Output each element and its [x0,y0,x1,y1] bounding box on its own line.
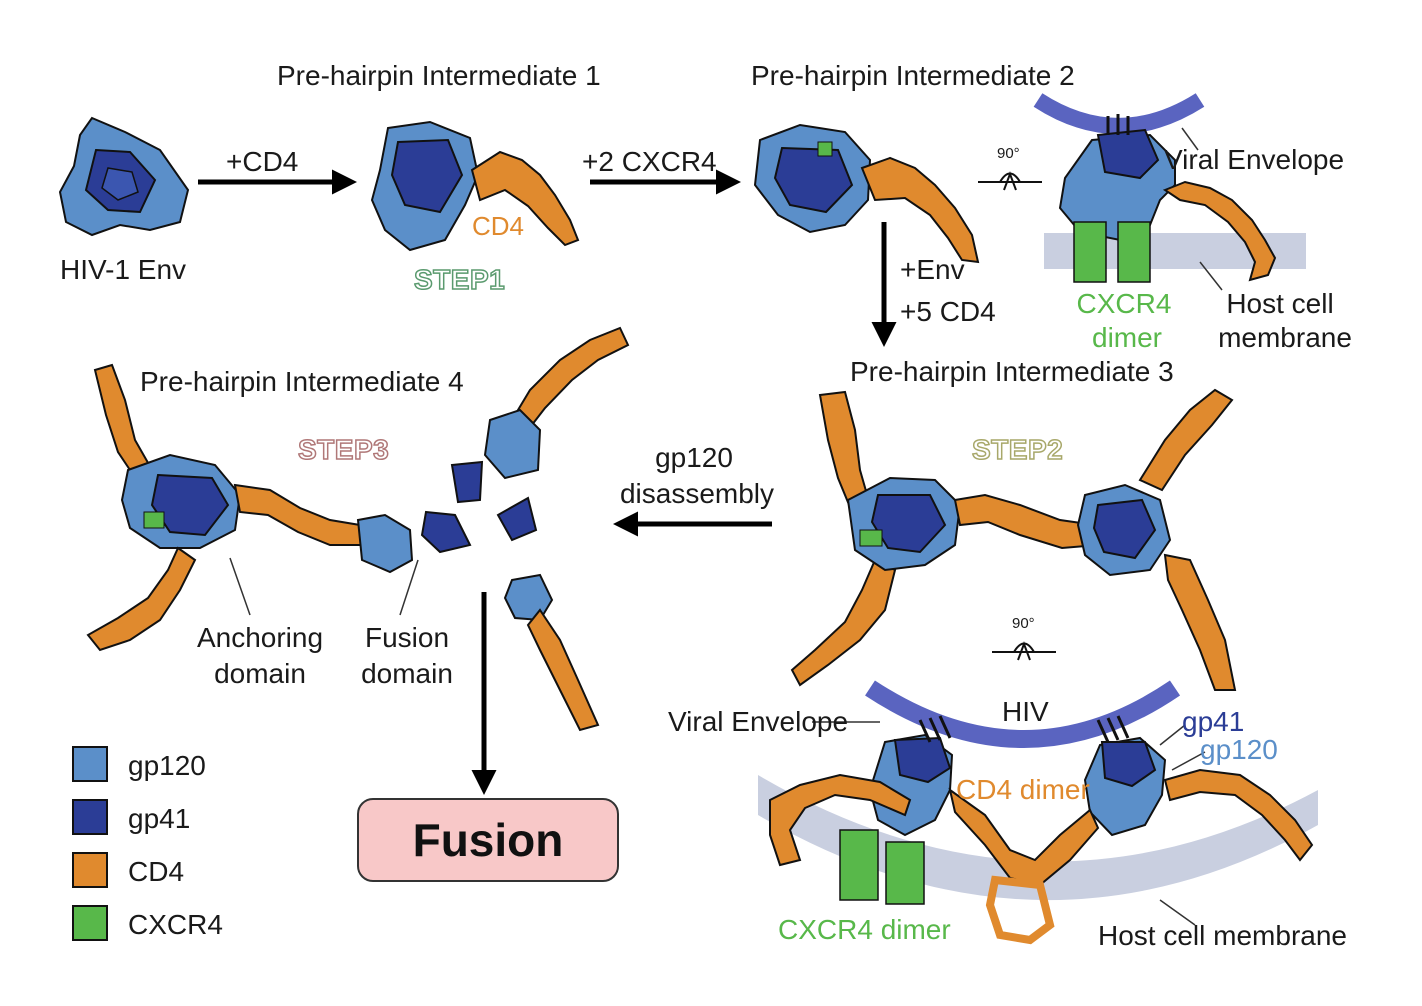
arrow-label-cxcr4: +2 CXCR4 [582,146,717,177]
viral-envelope-bottom-label: Viral Envelope [668,706,849,737]
legend-label-cd4: CD4 [128,856,185,887]
hiv1-env-trimer [58,116,190,237]
fusion-domain-label-1: Fusion [364,622,450,653]
phi3-complex [790,388,1237,691]
arrow-label-cd4: +CD4 [226,146,299,177]
cd4-label-phi1: CD4 [472,211,524,241]
cxcr4-dimer-top-label-1: CXCR4 [1076,288,1172,319]
step2-label: STEP2 [971,434,1064,465]
env-label: HIV-1 Env [60,254,187,285]
legend-swatch-cd4 [72,852,108,888]
phi2-complex [753,123,980,264]
arrow-label-disassembly: disassembly [619,478,775,509]
phi2-side-view [1033,93,1306,283]
fusion-box: Fusion [357,798,619,882]
step3-label: STEP3 [297,434,390,465]
rotate-90-icon-bottom [992,641,1056,661]
fusion-label: Fusion [412,814,564,866]
cd4-dimer-label: CD4 dimer [956,774,1090,805]
cxcr4-dimer-bottom-label: CXCR4 dimer [778,914,951,945]
legend-swatch-gp41 [72,799,108,835]
host-membrane-top-label-1: Host cell [1226,288,1334,319]
title-phi3: Pre-hairpin Intermediate 3 [850,356,1174,387]
phi4-complex [86,326,630,732]
gp120-callout: gp120 [1200,734,1278,765]
arrow-label-5cd4: +5 CD4 [900,296,996,327]
phi1-complex [370,120,580,252]
legend-label-gp120: gp120 [128,750,206,781]
arrow-label-env: +Env [900,254,965,285]
gp41-callout: gp41 [1182,706,1245,737]
title-phi2: Pre-hairpin Intermediate 2 [751,60,1075,91]
anchoring-domain-label-1: Anchoring [196,622,324,653]
rot-label-bottom: 90° [1012,615,1035,632]
legend-swatch-cxcr4 [72,905,108,941]
viral-envelope-top-label: Viral Envelope [1164,144,1345,175]
hiv-label: HIV [1002,696,1049,727]
phi3-side-view [758,680,1318,945]
rot-label-top: 90° [997,145,1020,162]
legend-label-gp41: gp41 [128,803,191,834]
step1-label: STEP1 [413,264,506,295]
cxcr4-dimer-top-label-2: dimer [1091,322,1163,353]
legend-label-cxcr4: CXCR4 [128,909,223,940]
host-membrane-top-label-2: membrane [1218,322,1352,353]
title-phi4: Pre-hairpin Intermediate 4 [140,366,464,397]
fusion-domain-label-2: domain [361,658,453,689]
title-phi1: Pre-hairpin Intermediate 1 [277,60,601,91]
rotate-90-icon [978,171,1042,191]
arrow-label-gp120: gp120 [655,442,733,473]
legend-swatch-gp120 [72,746,108,782]
host-membrane-bottom-label: Host cell membrane [1098,920,1347,951]
anchoring-domain-label-2: domain [214,658,306,689]
